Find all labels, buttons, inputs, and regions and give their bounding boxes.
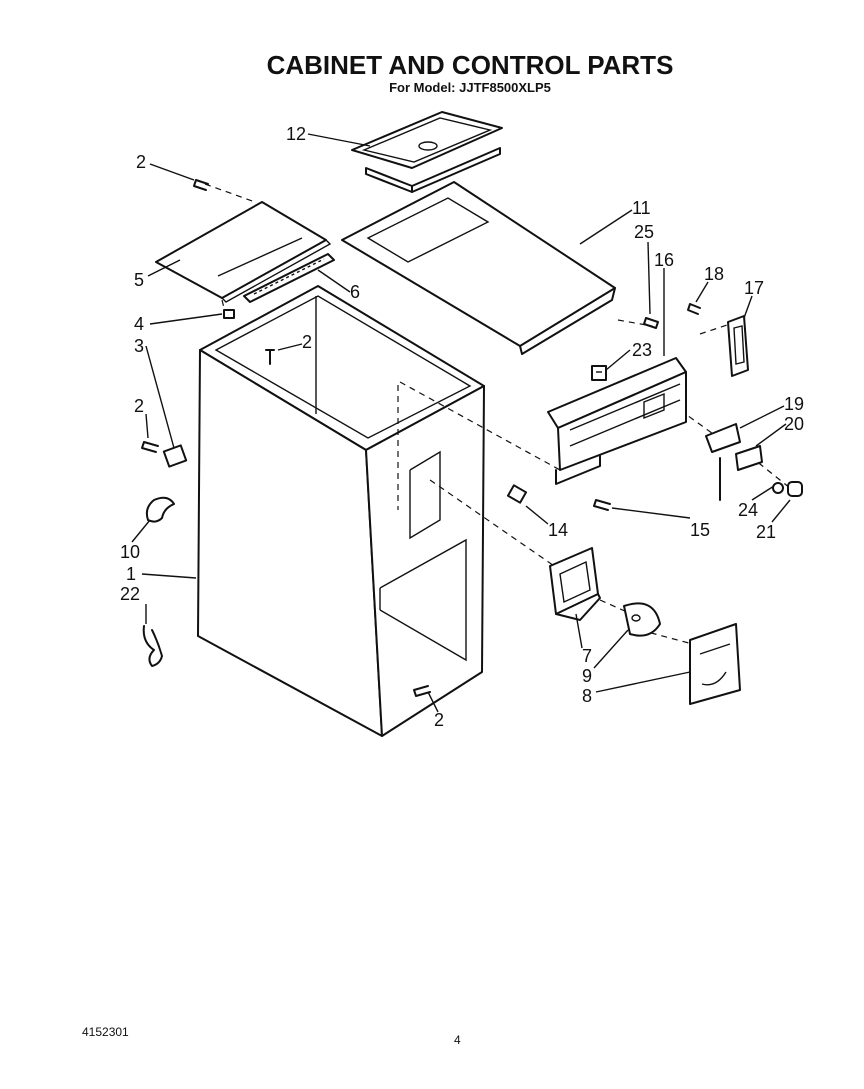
page-number: 4: [454, 1033, 461, 1047]
callout-21: 21: [756, 522, 776, 542]
callout-15: 15: [690, 520, 710, 540]
part-cabinet-body: [197, 285, 485, 737]
callout-9: 9: [582, 666, 592, 686]
callout-2-bottom: 2: [434, 710, 444, 730]
callout-17: 17: [744, 278, 764, 298]
part-top-cover-plate: [155, 201, 332, 303]
page-title: CABINET AND CONTROL PARTS: [267, 50, 674, 80]
part-knob-and-washer: [772, 481, 803, 497]
part-control-box: [549, 547, 601, 621]
callout-20: 20: [784, 414, 804, 434]
callout-24: 24: [738, 500, 758, 520]
document-number: 4152301: [82, 1025, 129, 1039]
callout-6: 6: [350, 282, 360, 302]
callout-22: 22: [120, 584, 140, 604]
callout-12: 12: [286, 124, 306, 144]
callout-1: 1: [126, 564, 136, 584]
part-connector: [506, 484, 528, 504]
part-cabinet-top: [341, 181, 616, 355]
callout-14: 14: [548, 520, 568, 540]
callout-8: 8: [582, 686, 592, 706]
part-clip-and-plate: [705, 423, 763, 501]
part-screws-upper-right: [643, 303, 701, 329]
callout-11: 11: [632, 198, 651, 218]
callout-2-left: 2: [134, 396, 144, 416]
assembly-guide-lines: [204, 183, 791, 647]
callout-7: 7: [582, 646, 592, 666]
part-wire-clips: [142, 496, 175, 667]
callout-5: 5: [134, 270, 144, 290]
part-misc-screws: [141, 179, 431, 697]
part-lid-insert: [351, 111, 503, 193]
callout-10: 10: [120, 542, 140, 562]
part-hinge-strip: [243, 253, 335, 303]
callout-4: 4: [134, 314, 144, 334]
callout-2-inner: 2: [302, 332, 312, 352]
part-latch-bracket: [727, 315, 749, 377]
callout-18: 18: [704, 264, 724, 284]
callout-16: 16: [654, 250, 674, 270]
part-switch: [591, 365, 607, 381]
callout-23: 23: [632, 340, 652, 360]
part-control-channel: [547, 357, 687, 485]
callout-19: 19: [784, 394, 804, 414]
callout-leader-lines: [131, 133, 791, 713]
part-disc: [623, 602, 661, 637]
callout-25: 25: [634, 222, 654, 242]
part-cover-plate: [689, 623, 741, 705]
model-subtitle: For Model: JJTF8500XLP5: [389, 80, 551, 95]
part-screw-15: [593, 499, 611, 511]
callout-2-top: 2: [136, 152, 146, 172]
callout-3: 3: [134, 336, 144, 356]
callout-numbers: 12 2 11 25 16 18 17 5 6 4 2 3 23 2 19 20…: [120, 124, 804, 730]
